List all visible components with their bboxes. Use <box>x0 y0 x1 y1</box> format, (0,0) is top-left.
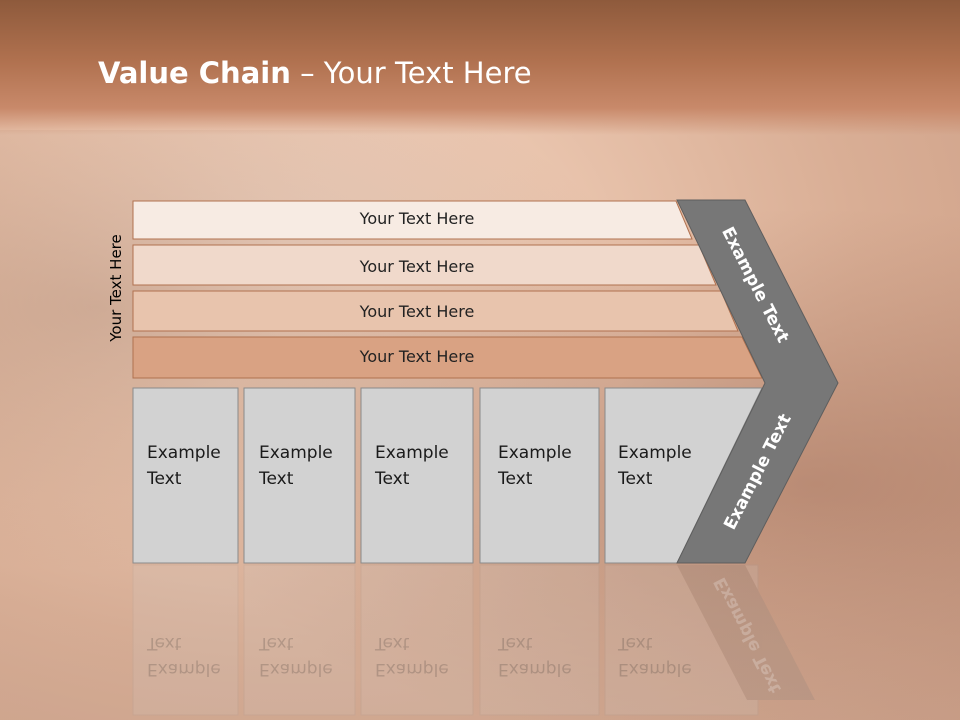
box-2-line1: Example <box>259 443 333 463</box>
box-2-line2: Text <box>259 469 294 489</box>
box-3-reflection: Example Text <box>375 630 449 682</box>
box-2-reflection-line2: Text <box>259 633 294 653</box>
box-4-label: Example Text <box>498 440 572 492</box>
box-4-line1: Example <box>498 443 572 463</box>
box-2-reflection-line1: Example <box>259 659 333 679</box>
bar-2 <box>132 244 717 286</box>
box-1-reflection-line2: Text <box>147 633 182 653</box>
box-2-reflection: Example Text <box>259 630 333 682</box>
box-3 <box>360 387 474 564</box>
bar-3-label: Your Text Here <box>359 302 475 321</box>
box-4-reflection-line2: Text <box>498 633 533 653</box>
box-3-line1: Example <box>375 443 449 463</box>
box-1-reflection-line1: Example <box>147 659 221 679</box>
box-3-reflection-line2: Text <box>375 633 410 653</box>
title-bold: Value Chain <box>98 56 291 90</box>
bar-1-label: Your Text Here <box>359 209 475 228</box>
header-band <box>0 0 960 135</box>
bar-3 <box>132 290 739 332</box>
box-1-line2: Text <box>147 469 182 489</box>
box-3-line2: Text <box>375 469 410 489</box>
box-5-line1: Example <box>618 443 692 463</box>
box-4-line2: Text <box>498 469 533 489</box>
box-1-reflection: Example Text <box>147 630 221 682</box>
title-rest: – Your Text Here <box>290 56 532 90</box>
bar-2-label: Your Text Here <box>359 257 475 276</box>
box-1 <box>132 387 239 564</box>
box-3-reflection-line1: Example <box>375 659 449 679</box>
bar-4 <box>132 336 763 379</box>
box-4-reflection: Example Text <box>498 630 572 682</box>
box-4-reflection-line1: Example <box>498 659 572 679</box>
box-1-label: Example Text <box>147 440 221 492</box>
box-5-label: Example Text <box>618 440 692 492</box>
box-2 <box>243 387 356 564</box>
bar-1 <box>132 200 693 240</box>
box-2-label: Example Text <box>259 440 333 492</box>
box-1-line1: Example <box>147 443 221 463</box>
bar-4-label: Your Text Here <box>359 347 475 366</box>
chevron-arrow <box>676 199 839 564</box>
box-5-line2: Text <box>618 469 653 489</box>
box-3-label: Example Text <box>375 440 449 492</box>
slide-title: Value Chain – Your Text Here <box>98 56 532 90</box>
box-5-reflection-line1: Example <box>618 659 692 679</box>
box-5-reflection-line2: Text <box>618 633 653 653</box>
box-4 <box>479 387 600 564</box>
box-5-reflection: Example Text <box>618 630 692 682</box>
